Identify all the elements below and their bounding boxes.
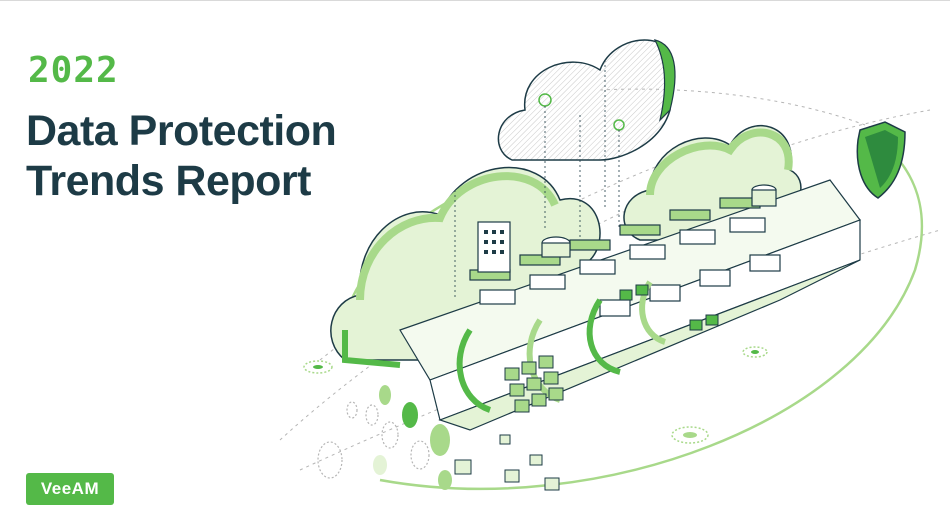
data-cube-icon [454, 284, 719, 491]
shield-icon [856, 121, 906, 199]
target-rings [303, 93, 768, 444]
connector-lines [454, 60, 620, 300]
veeam-logo: VeeAM [26, 473, 114, 505]
title-line-2: Trends Report [26, 157, 312, 205]
title-line-1: Data Protection [26, 107, 337, 155]
veeam-logo-text: VeeAM [40, 479, 100, 498]
data-flow-ovals [317, 385, 452, 490]
server-rack-icon [399, 179, 861, 431]
cloud-left [330, 166, 601, 368]
cloud-icon [497, 39, 676, 161]
page-title: Data Protection Trends Report [26, 106, 386, 206]
top-border [0, 0, 950, 1]
report-year: 2022 [28, 50, 119, 91]
